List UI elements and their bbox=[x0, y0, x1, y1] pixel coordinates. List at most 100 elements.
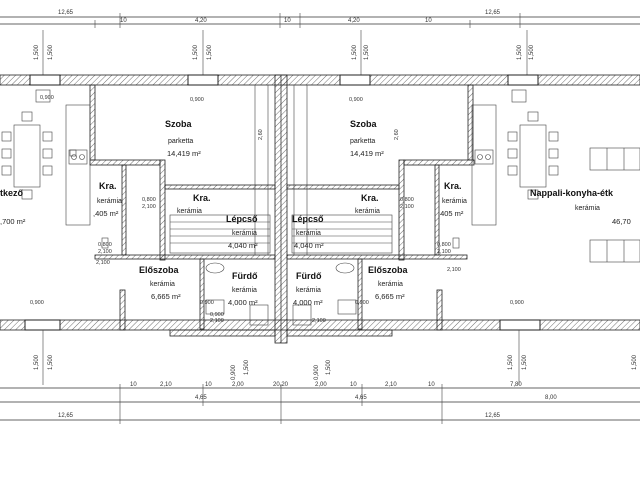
bottom-total-right: 12,65 bbox=[485, 413, 501, 419]
room-name: Szoba bbox=[165, 119, 192, 129]
kitchen-counter-right bbox=[471, 104, 497, 226]
bottom-sub: 4,65 bbox=[355, 395, 367, 401]
door-label: 0,800 bbox=[142, 197, 156, 203]
vdim-5: 1,500 bbox=[352, 44, 358, 60]
room-name: Szoba bbox=[350, 119, 377, 129]
bottom-seg: 2,10 bbox=[160, 382, 172, 388]
room-material: kerámia bbox=[355, 208, 380, 215]
bottom-seg: 10 bbox=[130, 382, 137, 388]
top-dimension-chain: 12,65 12,65 10 4,20 10 4,20 10 bbox=[0, 10, 640, 28]
window-label: 0,900 bbox=[355, 300, 369, 306]
top-total-left: 12,65 bbox=[58, 10, 74, 16]
vdim-b9: 1,500 bbox=[632, 354, 638, 370]
outer-walls bbox=[0, 74, 640, 344]
window-label: 0,900 bbox=[190, 97, 204, 103]
room-area: 46,70 bbox=[612, 217, 631, 226]
bottom-total-left: 12,65 bbox=[58, 413, 74, 419]
room-area: 4,000 m² bbox=[293, 298, 323, 307]
door-label: 2,100 bbox=[210, 318, 224, 324]
door-label: 0,900 bbox=[210, 312, 224, 318]
bottom-seg: 2,00 bbox=[232, 382, 244, 388]
bottom-seg: 20,20 bbox=[273, 382, 289, 388]
bottom-seg: 2,10 bbox=[385, 382, 397, 388]
room-eloszoba-left: Előszoba kerámia 6,665 m² bbox=[139, 265, 181, 301]
door-label: 2,100 bbox=[400, 204, 414, 210]
room-kra2-left: Kra. kerámia bbox=[177, 193, 211, 215]
bottom-seg: 2,00 bbox=[315, 382, 327, 388]
top-seg-d: 4,20 bbox=[348, 18, 360, 24]
room-furdo-left: Fürdő kerámia 4,000 m² bbox=[228, 271, 258, 307]
opening-labels: 0,900 0,900 0,900 0,900 0,900 0,900 0,90… bbox=[30, 95, 524, 324]
room-lepcso-left: Lépcső kerámia 4,040 m² bbox=[226, 214, 258, 250]
room-name: Nappali-konyha-étk bbox=[530, 188, 614, 198]
room-material: kerámia bbox=[150, 281, 175, 288]
room-name: Előszoba bbox=[139, 265, 180, 275]
room-area: 6,665 m² bbox=[151, 292, 181, 301]
room-furdo-right: Fürdő kerámia 4,000 m² bbox=[293, 271, 323, 307]
vdim-b3: 0,900 bbox=[231, 364, 237, 380]
door-label: 2,100 bbox=[447, 267, 461, 273]
room-material: kerámia bbox=[177, 208, 202, 215]
room-eloszoba-right: Előszoba kerámia 6,665 m² bbox=[368, 265, 409, 301]
room-material: kerámia bbox=[296, 230, 321, 237]
vdim-6: 1,500 bbox=[364, 44, 370, 60]
window-label: 0,900 bbox=[349, 97, 363, 103]
room-name: Fürdő bbox=[296, 271, 322, 281]
top-vertical-dims: 1,500 1,500 1,500 1,500 1,500 1,500 1,50… bbox=[34, 30, 535, 75]
room-material: kerámia bbox=[442, 198, 467, 205]
door-label: 2,100 bbox=[312, 318, 326, 324]
bottom-seg: 10 bbox=[350, 382, 357, 388]
room-name: Kra. bbox=[361, 193, 379, 203]
kitchen-counter-left bbox=[65, 104, 91, 226]
bottom-seg: 10 bbox=[428, 382, 435, 388]
door-label: 2,100 bbox=[437, 249, 451, 255]
door-label: 2,100 bbox=[96, 260, 110, 266]
sofa-right bbox=[589, 147, 640, 263]
vdim-4: 1,500 bbox=[207, 44, 213, 60]
stairs-right bbox=[291, 85, 393, 255]
room-name: Lépcső bbox=[226, 214, 258, 224]
stair-width: 2,60 bbox=[394, 129, 400, 140]
bottom-vertical-dims: 1,500 1,500 0,900 1,500 0,900 1,500 1,50… bbox=[34, 330, 638, 385]
door-label: 0,800 bbox=[98, 242, 112, 248]
top-seg-b: 4,20 bbox=[195, 18, 207, 24]
bottom-sub: 8,00 bbox=[545, 395, 557, 401]
room-kra-left: Kra. kerámia ,405 m² bbox=[93, 181, 122, 218]
vdim-3: 1,500 bbox=[193, 44, 199, 60]
door-label: 0,800 bbox=[437, 242, 451, 248]
top-seg-e: 10 bbox=[425, 18, 432, 24]
room-material: kerámia bbox=[97, 198, 122, 205]
room-material: kerámia bbox=[296, 287, 321, 294]
room-area: 4,040 m² bbox=[294, 241, 324, 250]
vdim-b8: 1,500 bbox=[522, 354, 528, 370]
room-material: kerámia bbox=[378, 281, 403, 288]
door-label: 0,800 bbox=[400, 197, 414, 203]
bottom-sub: 4,65 bbox=[195, 395, 207, 401]
room-material: kerámia bbox=[575, 205, 600, 212]
room-area: 14,419 m² bbox=[350, 149, 384, 158]
room-area: 4,000 m² bbox=[228, 298, 258, 307]
room-szoba-right: Szoba parketta 14,419 m² bbox=[350, 119, 384, 158]
vdim-b6: 1,500 bbox=[326, 359, 332, 375]
room-area: ,700 m² bbox=[0, 217, 26, 226]
room-area: ,405 m² bbox=[438, 209, 464, 218]
vdim-2: 1,500 bbox=[48, 44, 54, 60]
room-area: 14,419 m² bbox=[167, 149, 201, 158]
room-nappali-left: tkező ,700 m² bbox=[0, 188, 26, 226]
vdim-b4: 1,500 bbox=[244, 359, 250, 375]
vdim-b1: 1,500 bbox=[34, 354, 40, 370]
room-kra2-right: Kra. kerámia bbox=[355, 193, 380, 215]
room-name: Fürdő bbox=[232, 271, 258, 281]
room-name: Lépcső bbox=[292, 214, 324, 224]
room-material: parketta bbox=[350, 138, 375, 145]
room-name: Kra. bbox=[193, 193, 211, 203]
vdim-b5: 0,900 bbox=[314, 364, 320, 380]
room-area: 4,040 m² bbox=[228, 241, 258, 250]
stairs-left bbox=[169, 85, 271, 255]
room-material: kerámia bbox=[232, 230, 257, 237]
vdim-1: 1,500 bbox=[34, 44, 40, 60]
top-total-right: 12,65 bbox=[485, 10, 501, 16]
room-material: parketta bbox=[168, 138, 193, 145]
room-name: Kra. bbox=[99, 181, 117, 191]
